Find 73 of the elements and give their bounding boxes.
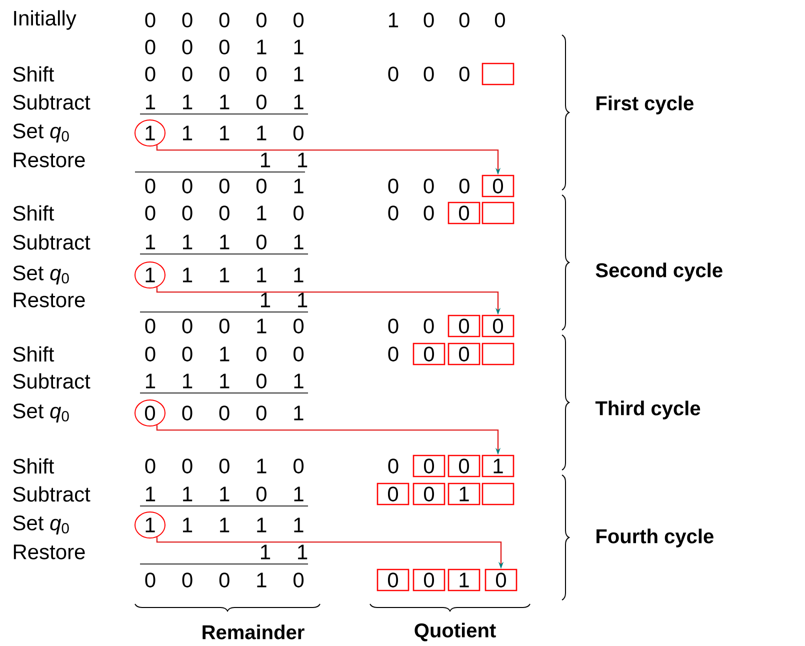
circled-digit: 1 — [134, 120, 166, 146]
digits: 1 1 1 0 1 — [146, 486, 304, 502]
row-label: Restore — [14, 292, 85, 308]
empty-box — [482, 202, 514, 224]
boxed-digit: 0 — [412, 454, 446, 478]
digits: 0 — [388, 346, 398, 362]
digits: 0 0 — [388, 318, 434, 334]
row-label: Initially — [14, 10, 76, 30]
digits: 1 1 — [261, 544, 308, 560]
circled-digit: 1 — [134, 512, 166, 538]
digits: 0 0 0 1 — [182, 406, 304, 420]
empty-box — [482, 342, 514, 366]
circled-digit: 0 — [134, 400, 166, 426]
digits: 1 0 0 0 — [389, 12, 505, 28]
row-label: Set q$_{0}$ — [13, 266, 69, 285]
cycle-label: Fourth cycle — [596, 528, 714, 548]
digits: 1 1 1 0 1 — [146, 234, 304, 250]
row-label: Subtract — [13, 94, 90, 110]
boxed-digit: 1 — [482, 454, 514, 478]
row-label: Set q$_{0}$ — [13, 516, 69, 535]
cycle-label: First cycle — [596, 96, 694, 114]
row-label: Subtract — [13, 486, 90, 502]
digits: 1 1 1 1 — [183, 518, 304, 532]
row-label: Restore — [14, 152, 85, 168]
boxed-digit: 0 — [482, 174, 514, 198]
boxed-digit: 0 — [376, 482, 410, 506]
digits: 0 0 0 1 0 — [145, 318, 304, 334]
boxed-digit: 0 — [412, 568, 446, 592]
digits: 1 1 1 0 — [183, 126, 304, 140]
boxed-digit: 0 — [482, 314, 514, 338]
boxed-digit: 0 — [448, 202, 480, 224]
digits: 0 0 0 0 0 — [145, 12, 304, 28]
boxed-digit: 0 — [448, 342, 480, 366]
row-label: Shift — [13, 458, 54, 474]
row-label: Shift — [13, 346, 54, 362]
digits: 1 1 — [261, 152, 308, 168]
digits: 0 0 0 — [388, 178, 470, 194]
digits: 0 0 1 0 0 — [145, 346, 304, 362]
digits: 0 0 — [388, 206, 434, 220]
digits: 0 0 0 1 1 — [145, 40, 304, 54]
boxed-digit: 0 — [484, 568, 518, 592]
boxed-digit: 0 — [448, 314, 480, 338]
digits: 0 0 0 0 1 — [145, 178, 304, 194]
boxed-digit: 0 — [412, 482, 446, 506]
empty-box — [482, 482, 514, 506]
row-label: Set q$_{0}$ — [13, 404, 69, 423]
digits: 1 1 1 0 1 — [146, 94, 304, 110]
cycle-label: Third cycle — [595, 400, 700, 420]
row-label: Restore — [14, 544, 85, 560]
row-label: Subtract — [13, 373, 90, 389]
cycle-label: Second cycle — [596, 262, 722, 282]
row-label: Shift — [13, 205, 54, 221]
row-label: Set q$_{0}$ — [13, 124, 69, 143]
circled-digit: 1 — [134, 262, 166, 288]
digits: 0 0 0 1 0 — [145, 458, 304, 474]
boxed-digit: 1 — [448, 482, 480, 506]
digits: 1 1 1 0 1 — [146, 374, 304, 388]
boxed-digit: 0 — [376, 568, 410, 592]
boxed-digit: 0 — [448, 454, 480, 478]
digits: 1 1 1 1 — [183, 268, 304, 282]
digits: 0 — [388, 458, 398, 474]
empty-box — [482, 62, 514, 86]
digits: 0 0 0 — [388, 66, 470, 82]
boxed-digit: 0 — [412, 342, 446, 366]
digits: 0 0 0 0 1 — [145, 66, 304, 82]
digits: 0 0 0 1 0 — [145, 572, 304, 588]
row-label: Shift — [13, 66, 54, 82]
brace-label: Remainder — [202, 624, 304, 640]
row-label: Subtract — [13, 234, 90, 250]
digits: 0 0 0 1 0 — [145, 206, 304, 220]
digits: 1 1 — [261, 292, 308, 308]
brace-label: Quotient — [414, 622, 496, 642]
boxed-digit: 1 — [448, 568, 480, 592]
